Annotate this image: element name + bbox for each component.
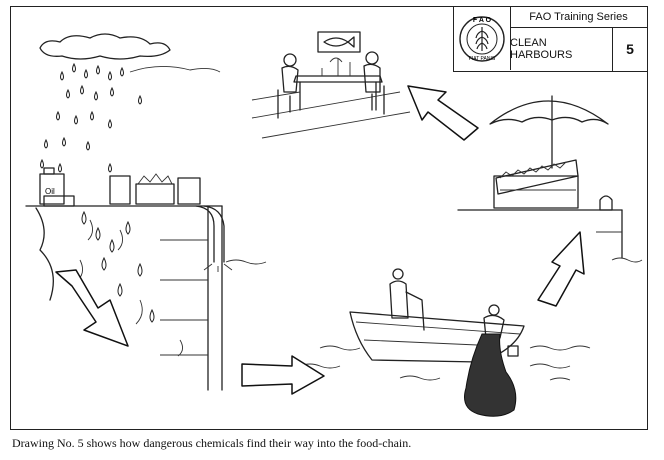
oil-can-label: Oil bbox=[45, 187, 55, 196]
arrow-down-right bbox=[55, 269, 129, 347]
fao-logo: F A O FIAT PANIS bbox=[454, 7, 511, 70]
fao-logo-icon: F A O FIAT PANIS bbox=[459, 16, 505, 62]
left-quay bbox=[25, 167, 267, 391]
rain-drops bbox=[40, 62, 142, 173]
drawing-number: 5 bbox=[626, 41, 634, 57]
fishing-boat bbox=[299, 268, 591, 417]
umbrella-icon bbox=[489, 95, 609, 169]
svg-text:FIAT PANIS: FIAT PANIS bbox=[469, 56, 496, 62]
fish-stall bbox=[457, 95, 643, 263]
arrow-up-right bbox=[537, 231, 585, 307]
fish-icon bbox=[323, 36, 355, 48]
title-block: F A O FIAT PANIS FAO Training Series CLE… bbox=[453, 6, 648, 72]
series-label: FAO Training Series bbox=[510, 7, 647, 28]
fishing-net bbox=[464, 333, 517, 417]
drawing-frame bbox=[10, 6, 648, 430]
rain-cloud-icon bbox=[39, 33, 221, 73]
figure-caption: Drawing No. 5 shows how dangerous chemic… bbox=[12, 436, 412, 450]
arrow-up-left bbox=[407, 85, 479, 141]
svg-text:F A O: F A O bbox=[473, 17, 492, 24]
drawing-title: CLEAN HARBOURS bbox=[510, 27, 613, 71]
arrow-right bbox=[241, 355, 325, 395]
dining-scene bbox=[251, 31, 411, 139]
